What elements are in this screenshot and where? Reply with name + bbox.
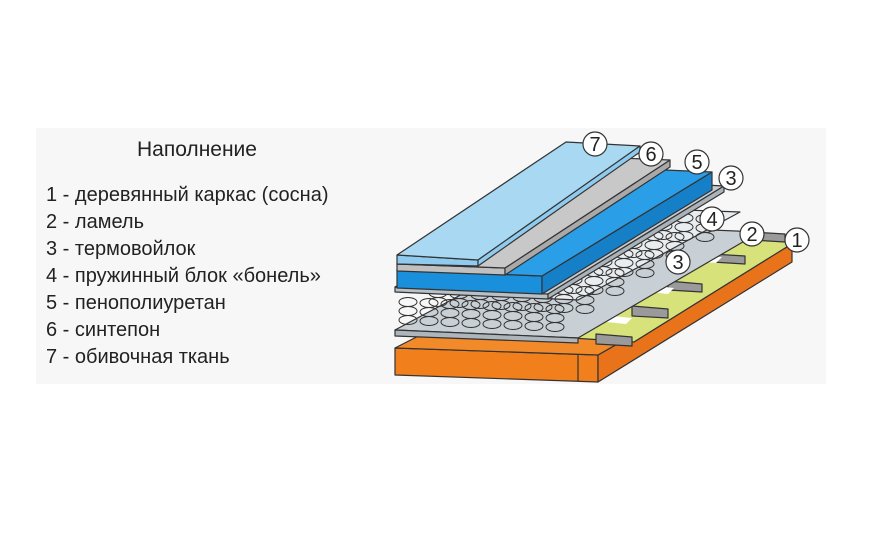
spring-coil [635,250,655,260]
callout-3-upper: 3 [718,165,744,191]
callout-1: 1 [784,227,810,253]
legend-item: 2 - ламель [46,211,144,233]
legend-item: 6 - синтепон [46,319,161,341]
spring-coil [440,299,460,309]
legend-item: 1 - деревянный каркас (сосна) [46,184,329,206]
layer-upholstery-fabric [396,141,641,267]
callout-3-lower: 3 [665,249,691,275]
callout-5: 5 [684,149,710,175]
legend-item: 7 - обивочная ткань [46,346,230,368]
spring-coil [545,304,565,314]
spring-coil [398,297,418,307]
svg-text:3: 3 [672,252,683,274]
spring-coil [524,303,544,313]
legend-title: Наполнение [137,138,257,161]
svg-text:3: 3 [725,168,736,190]
svg-text:5: 5 [691,152,702,174]
callout-6: 6 [638,141,664,167]
spring-coil [482,301,502,311]
legend-item: 3 - термовойлок [46,238,196,260]
svg-text:2: 2 [746,224,757,246]
callout-7: 7 [582,131,608,157]
svg-text:1: 1 [791,230,802,252]
legend-item: 4 - пружинный блок «бонель» [46,265,321,287]
spring-coil [398,306,418,316]
legend-item: 5 - пенополиуретан [46,292,226,314]
callout-4: 4 [699,206,725,232]
callout-2: 2 [739,221,765,247]
svg-text:7: 7 [589,134,600,156]
spring-coil [575,286,595,296]
spring-coil [461,300,481,310]
svg-text:4: 4 [706,209,717,231]
spring-coil [605,268,625,278]
spring-coil [503,302,523,312]
spring-coil [665,232,685,242]
svg-text:6: 6 [645,144,656,166]
spring-coil [419,298,439,308]
